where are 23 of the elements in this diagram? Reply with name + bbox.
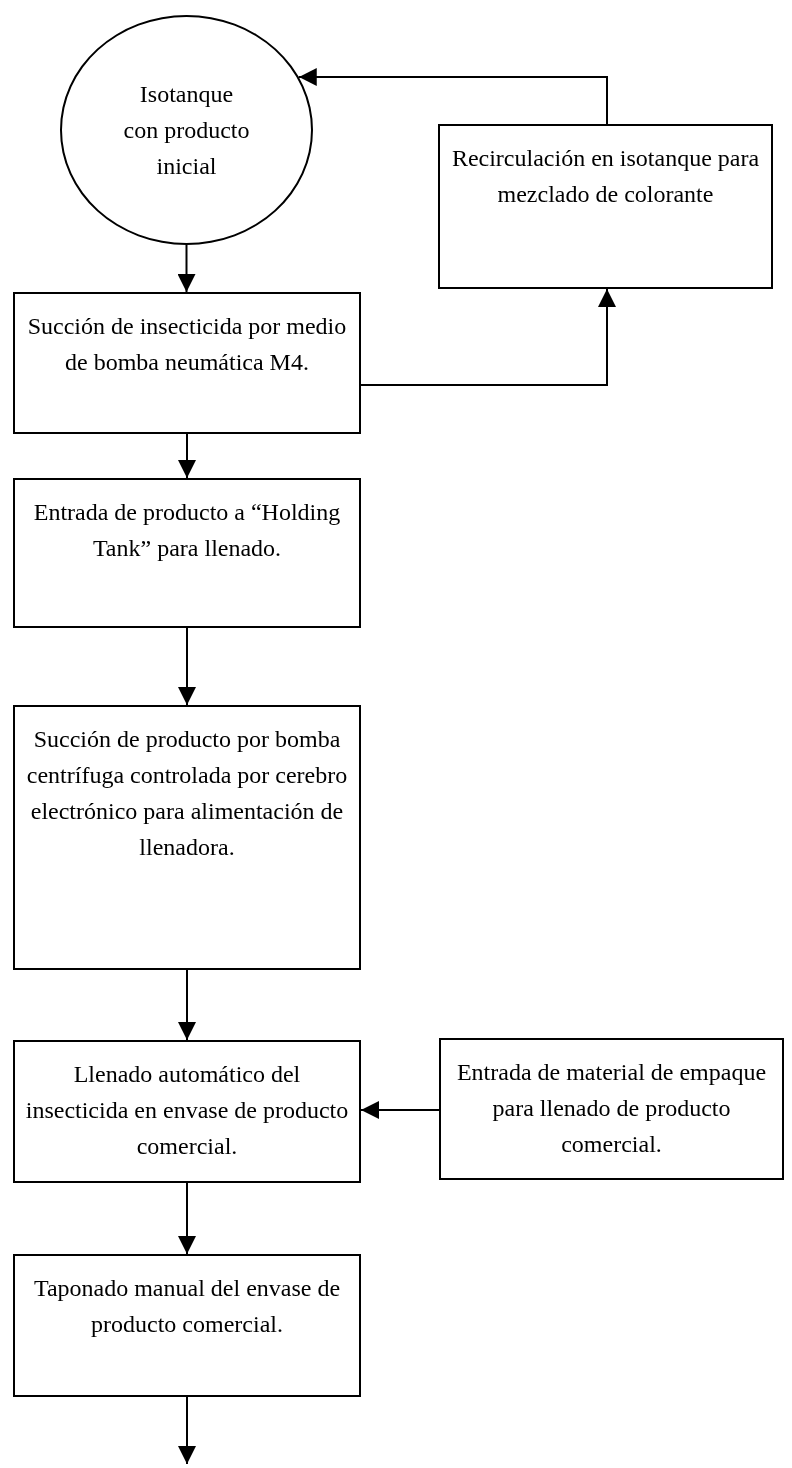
arrow xyxy=(178,969,196,1041)
process-box xyxy=(439,1038,784,1180)
arrow xyxy=(178,433,196,479)
arrow xyxy=(178,627,196,706)
step-text: Entrada de producto a “Holding Tank” para llenado. xyxy=(32,498,342,563)
arrow xyxy=(178,1396,196,1465)
process-box xyxy=(13,1254,361,1397)
step-text: Isotanque con producto inicial xyxy=(122,80,251,181)
step-text: Succión de insecticida por medio de bomba neumática M4. xyxy=(26,312,348,377)
process-box xyxy=(13,478,361,628)
step-text: Taponado manual del envase de producto comercial. xyxy=(32,1274,342,1339)
step-text: Recirculación en isotanque para mezclado de colorante xyxy=(450,144,761,209)
arrow xyxy=(178,1182,196,1255)
process-box xyxy=(13,1040,361,1183)
step-text: Llenado automático del insecticida en envase de producto comercial. xyxy=(24,1060,350,1161)
process-box xyxy=(438,124,773,289)
process-box xyxy=(13,705,361,970)
arrow xyxy=(177,244,196,293)
arrow xyxy=(360,1101,440,1119)
step-text: Succión de producto por bomba centrífuga controlada por cerebro electrónico para alimentación de llenadora. xyxy=(25,725,349,862)
arrow xyxy=(360,288,616,386)
process-box xyxy=(13,292,361,434)
step-text: Entrada de material de empaque para llenado de producto comercial. xyxy=(455,1058,768,1159)
